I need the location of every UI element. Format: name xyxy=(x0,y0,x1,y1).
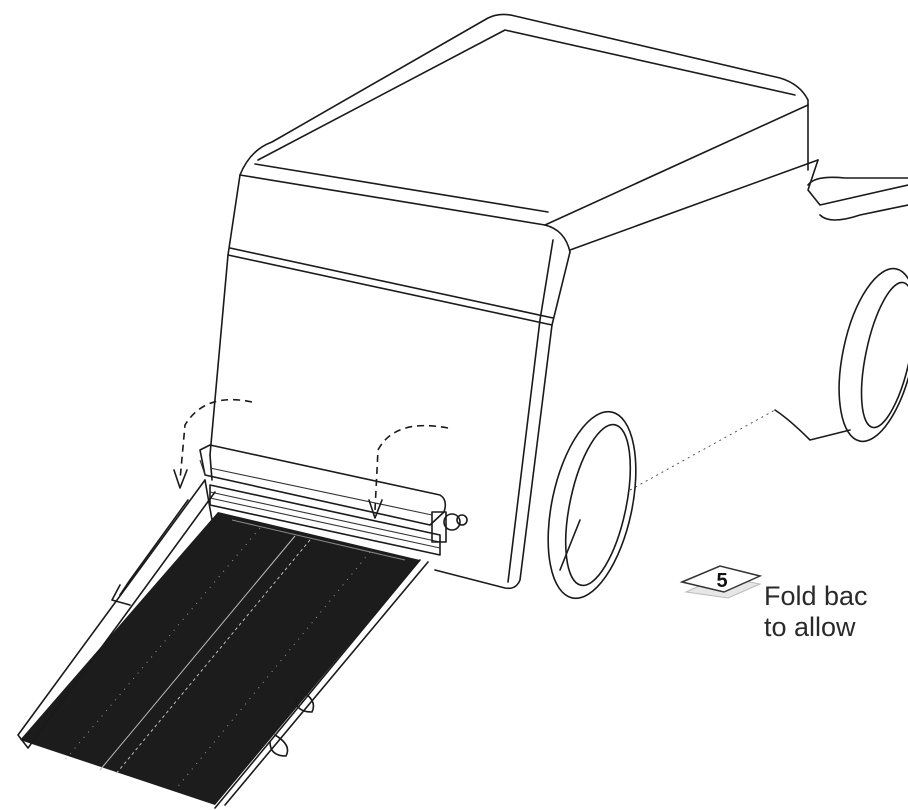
step-number: 5 xyxy=(716,570,727,592)
van-illustration xyxy=(209,13,908,600)
ramp-deck xyxy=(20,512,420,805)
caption-line-1: Fold bac xyxy=(764,581,868,611)
step-badge: 5 xyxy=(679,565,763,599)
ramp-side-rails xyxy=(17,479,429,809)
caption-line-2: to allow xyxy=(764,612,856,642)
ramp-fold-flap xyxy=(199,444,447,526)
step-caption: Fold bac to allow xyxy=(764,581,908,643)
fold-back-arrows xyxy=(173,398,449,519)
